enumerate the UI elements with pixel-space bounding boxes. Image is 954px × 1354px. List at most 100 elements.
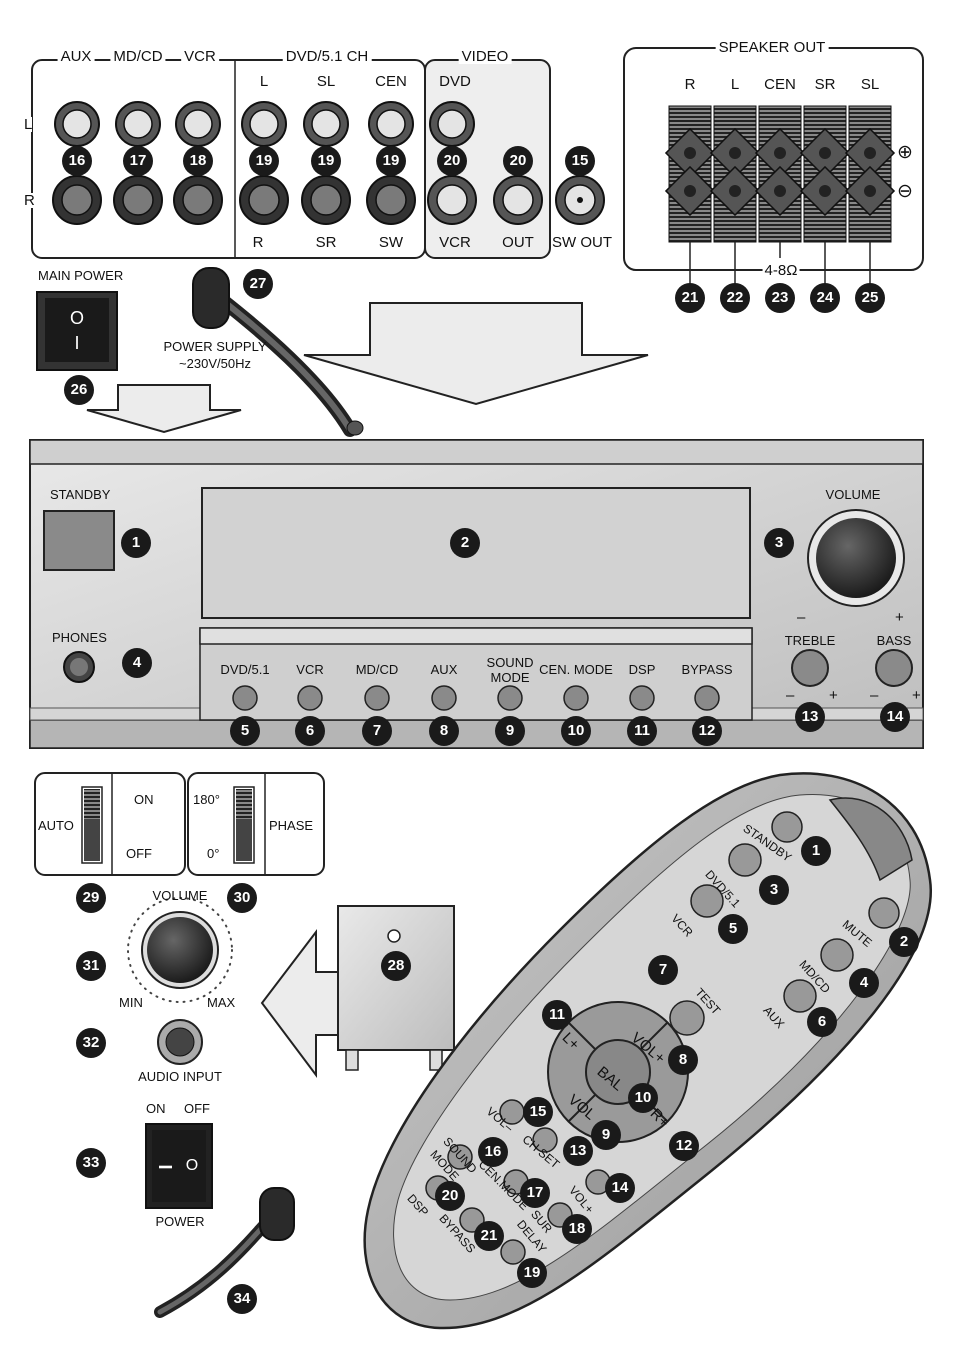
volume-plus-label: + [895,609,904,626]
callout-23: 23 [765,283,795,313]
subwoofer-box [337,905,455,1071]
terminal-l-label: L [730,76,740,93]
callout-31: 31 [76,951,106,981]
jack-r-label: R [252,234,264,251]
callout-18: 18 [183,146,213,176]
remote-callout-6: 6 [807,1007,837,1037]
remote-callout-19: 19 [517,1258,547,1288]
callout-25: 25 [855,283,885,313]
callout-3: 3 [764,528,794,558]
callout-19-sl: 19 [311,146,341,176]
callout-32: 32 [76,1028,106,1058]
dvd51-group-label: DVD/5.1 CH [282,49,372,64]
callout-16: 16 [62,146,92,176]
sub-volume-label: VOLUME [152,888,208,903]
terminal-sl-label: SL [860,76,880,93]
jack-l-label: L [259,73,269,90]
btn-mdcd-label: MD/CD [355,662,399,677]
main-power-off-symbol: O [69,308,85,328]
callout-13: 13 [795,702,825,732]
sub-power-off-symbol: O [185,1157,199,1174]
remote-callout-16: 16 [478,1137,508,1167]
remote-callout-18: 18 [562,1214,592,1244]
remote-callout-1: 1 [801,836,831,866]
callout-2: 2 [450,528,480,558]
terminal-sr-label: SR [814,76,836,93]
phase-180-label: 180° [193,792,220,807]
speaker-out-title: SPEAKER OUT [715,40,829,55]
callout-9: 9 [495,716,525,746]
terminal-cen-label: CEN [764,76,796,93]
subwoofer-controls [34,772,325,1318]
callout-27: 27 [243,269,273,299]
callout-19-cen: 19 [376,146,406,176]
rca-jacks [52,101,605,225]
jack-sl-label: SL [316,73,336,90]
remote-callout-7: 7 [648,955,678,985]
callout-20-dvd: 20 [437,146,467,176]
btn-vcr-label: VCR [296,662,324,677]
power-supply-label: POWER SUPPLY [163,339,267,354]
callout-19-l: 19 [249,146,279,176]
volume-label: VOLUME [825,487,881,502]
phase-0-label: 0° [207,846,220,861]
callout-7: 7 [362,716,392,746]
remote-callout-21: 21 [474,1221,504,1251]
treble-label: TREBLE [784,633,836,648]
main-power-label: MAIN POWER [38,268,124,283]
power-cable [192,267,364,437]
switch-off-label: OFF [126,846,152,861]
callout-6: 6 [295,716,325,746]
remote-callout-8: 8 [668,1045,698,1075]
jack-dvd-label: DVD [439,73,471,90]
callout-33: 33 [76,1148,106,1178]
main-power-switch [36,291,118,371]
remote-callout-9: 9 [591,1120,621,1150]
positive-terminal-icon: ⊕ [897,142,913,163]
callout-5: 5 [230,716,260,746]
jack-cen-label: CEN [375,73,407,90]
callout-17: 17 [123,146,153,176]
treble-minus-label: – [786,687,795,704]
row-l-label: L [24,116,33,133]
btn-sound-label-1: SOUND [486,655,534,670]
bass-plus-label: + [912,687,921,704]
btn-dvd51-label: DVD/5.1 [220,662,270,677]
speaker-out-panel [623,47,924,285]
remote-callout-12: 12 [669,1131,699,1161]
main-power-on-symbol: I [74,333,80,353]
callout-10: 10 [561,716,591,746]
aux-group-label: AUX [57,49,95,64]
callout-1: 1 [121,528,151,558]
btn-cen-mode-label: CEN. MODE [539,662,613,677]
phase-label: PHASE [269,818,314,833]
jack-out-label: OUT [502,234,534,251]
remote-callout-4: 4 [849,968,879,998]
jack-sw-label: SW [378,234,404,251]
bass-label: BASS [876,633,912,648]
remote-callout-17: 17 [520,1178,550,1208]
btn-aux-label: AUX [430,662,458,677]
impedance-label: 4-8Ω [762,262,800,279]
callout-15: 15 [565,146,595,176]
remote-callout-3: 3 [759,875,789,905]
btn-bypass-label: BYPASS [681,662,733,677]
video-group-label: VIDEO [458,49,512,64]
jack-vcr-label: VCR [439,234,471,251]
negative-terminal-icon: ⊖ [897,181,913,202]
jack-sr-label: SR [315,234,337,251]
treble-plus-label: + [829,687,838,704]
vcr-group-label: VCR [181,49,219,64]
btn-dsp-label: DSP [628,662,656,677]
remote-callout-13: 13 [563,1136,593,1166]
arrows [86,302,649,1078]
mdcd-group-label: MD/CD [110,49,166,64]
sub-volume-max-label: MAX [207,995,236,1010]
remote-callout-10: 10 [628,1083,658,1113]
callout-14: 14 [880,702,910,732]
standby-label: STANDBY [50,487,111,502]
switch-on-label: ON [134,792,154,807]
terminal-r-label: R [684,76,696,93]
callout-21: 21 [675,283,705,313]
